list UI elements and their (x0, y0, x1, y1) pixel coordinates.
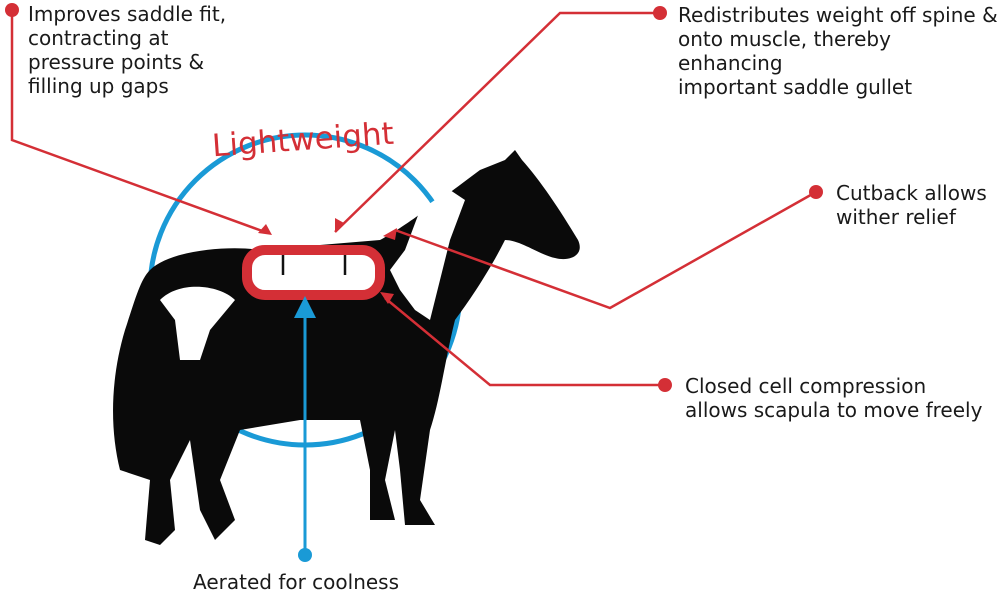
horse-silhouette (113, 150, 580, 545)
callout-wither-relief: Cutback allows wither relief (836, 181, 987, 229)
saddle-pad (242, 245, 385, 300)
callout-scapula: Closed cell compression allows scapula t… (685, 374, 983, 422)
callout-weight-distribution: Redistributes weight off spine & onto mu… (678, 3, 998, 99)
callout-aerated: Aerated for coolness (193, 570, 400, 594)
callout-saddle-fit: Improves saddle fit, contracting at pres… (28, 2, 227, 98)
horse-white-markings (160, 190, 465, 360)
